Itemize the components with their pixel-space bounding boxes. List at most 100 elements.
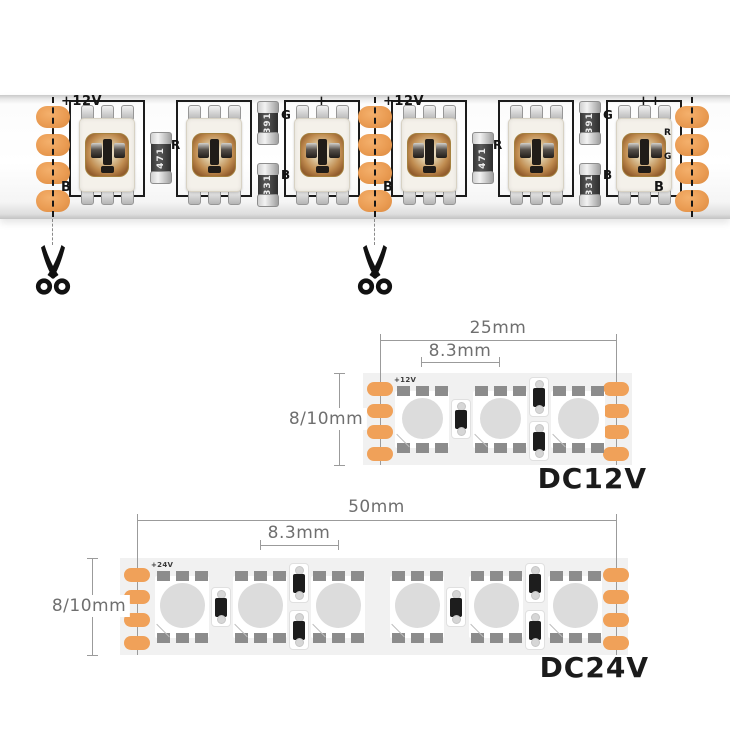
led-pad bbox=[568, 570, 582, 581]
polarity-mark bbox=[396, 433, 410, 447]
resistor-cap bbox=[472, 171, 494, 184]
smd-led bbox=[311, 575, 365, 638]
cut-line-stub bbox=[52, 219, 53, 245]
cut-line-stub bbox=[374, 219, 375, 245]
dc24v-height-dimension-label: 8/10mm bbox=[47, 595, 131, 617]
led-pad bbox=[474, 385, 488, 396]
smd-led bbox=[390, 575, 444, 638]
led-pad bbox=[391, 632, 405, 643]
led-chip-center bbox=[103, 139, 112, 165]
dimension-tick bbox=[334, 465, 345, 466]
led-circle bbox=[473, 583, 519, 628]
silkscreen-g-label: G bbox=[603, 108, 613, 122]
resistor-cap bbox=[257, 194, 279, 207]
led-pad bbox=[493, 385, 507, 396]
resistor-value: 471 bbox=[478, 147, 489, 169]
led-pad bbox=[489, 632, 503, 643]
led-chip bbox=[520, 143, 531, 158]
led-pad bbox=[571, 442, 585, 453]
resistor bbox=[446, 586, 466, 627]
resistor-value: 331 bbox=[263, 174, 274, 196]
solder-pad bbox=[367, 425, 393, 440]
dc24v-pitch-dimension-label: 8.3mm bbox=[267, 523, 331, 543]
dimension-line bbox=[380, 340, 616, 341]
led-pad bbox=[253, 632, 267, 643]
silkscreen-plus-label: + bbox=[650, 94, 662, 109]
dc24v-title: DC24V bbox=[539, 651, 649, 684]
led-pad bbox=[470, 570, 484, 581]
resistor-cap bbox=[534, 449, 544, 459]
resistor-cap bbox=[456, 427, 466, 436]
resistor-body: 471 bbox=[151, 144, 171, 172]
led-chip-base bbox=[101, 166, 114, 173]
resistor-body bbox=[529, 574, 541, 594]
cut-line bbox=[380, 340, 381, 465]
dimension-line bbox=[92, 558, 93, 655]
cut-line-dashed bbox=[374, 97, 376, 217]
resistor-body: 471 bbox=[473, 144, 493, 172]
led-pad bbox=[312, 570, 326, 581]
dimension-tick bbox=[421, 357, 422, 367]
smd-led bbox=[155, 575, 209, 638]
smd-led bbox=[233, 575, 287, 638]
led-circle bbox=[159, 583, 205, 628]
led-pad bbox=[552, 385, 566, 396]
led-chip-center bbox=[532, 139, 541, 165]
resistor bbox=[289, 609, 309, 650]
cut-line-dashed bbox=[691, 97, 693, 217]
led-chip-base bbox=[423, 166, 436, 173]
dimension-tick bbox=[616, 334, 617, 346]
scissors-icon bbox=[35, 245, 71, 295]
led-chip-center bbox=[210, 139, 219, 165]
silkscreen-b-label: B bbox=[603, 168, 613, 182]
led-pad bbox=[415, 442, 429, 453]
dimension-tick bbox=[137, 514, 138, 526]
led-pad bbox=[434, 442, 448, 453]
led-pad bbox=[552, 442, 566, 453]
led-pad bbox=[434, 385, 448, 396]
led-pad bbox=[415, 385, 429, 396]
led-pad bbox=[429, 632, 443, 643]
led-chip bbox=[221, 143, 232, 158]
smd-led bbox=[473, 390, 527, 448]
resistor-cap bbox=[534, 404, 544, 414]
resistor bbox=[529, 376, 549, 417]
led-pad bbox=[474, 442, 488, 453]
dimension-line bbox=[260, 545, 338, 546]
led-pad bbox=[331, 570, 345, 581]
led-lens bbox=[514, 133, 558, 177]
cut-line bbox=[137, 520, 138, 655]
silkscreen-g-label: G bbox=[281, 108, 291, 122]
silkscreen-plus-label: + bbox=[638, 94, 650, 109]
resistor-body: 331 bbox=[258, 174, 278, 196]
resistor bbox=[289, 563, 309, 604]
led-pad bbox=[512, 385, 526, 396]
resistor-cap bbox=[579, 132, 601, 145]
dimension-tick bbox=[380, 334, 381, 346]
silkscreen-r-label: R bbox=[171, 138, 181, 152]
led-chip-base bbox=[638, 166, 651, 173]
resistor-cap bbox=[530, 591, 540, 601]
resistor-cap bbox=[294, 591, 304, 601]
led-circle bbox=[552, 583, 598, 628]
polarity-mark bbox=[156, 623, 170, 637]
dimension-tick bbox=[499, 357, 500, 367]
led-pad bbox=[571, 385, 585, 396]
silkscreen-b-label: B bbox=[654, 180, 665, 195]
resistor bbox=[525, 563, 545, 604]
polarity-mark bbox=[391, 623, 405, 637]
solder-pad bbox=[603, 425, 629, 440]
resistor-body bbox=[450, 597, 462, 617]
led-pad bbox=[549, 570, 563, 581]
led-pad bbox=[590, 385, 604, 396]
dc24v-width-dimension-label: 50mm bbox=[348, 497, 405, 517]
resistor-cap bbox=[451, 589, 461, 599]
scissors-icon bbox=[357, 245, 393, 295]
led-chip bbox=[651, 143, 662, 158]
led-pad bbox=[587, 632, 601, 643]
resistor-body: 391 bbox=[258, 112, 278, 134]
led-pad bbox=[410, 632, 424, 643]
polarity-mark bbox=[552, 433, 566, 447]
dimension-tick bbox=[87, 558, 98, 559]
